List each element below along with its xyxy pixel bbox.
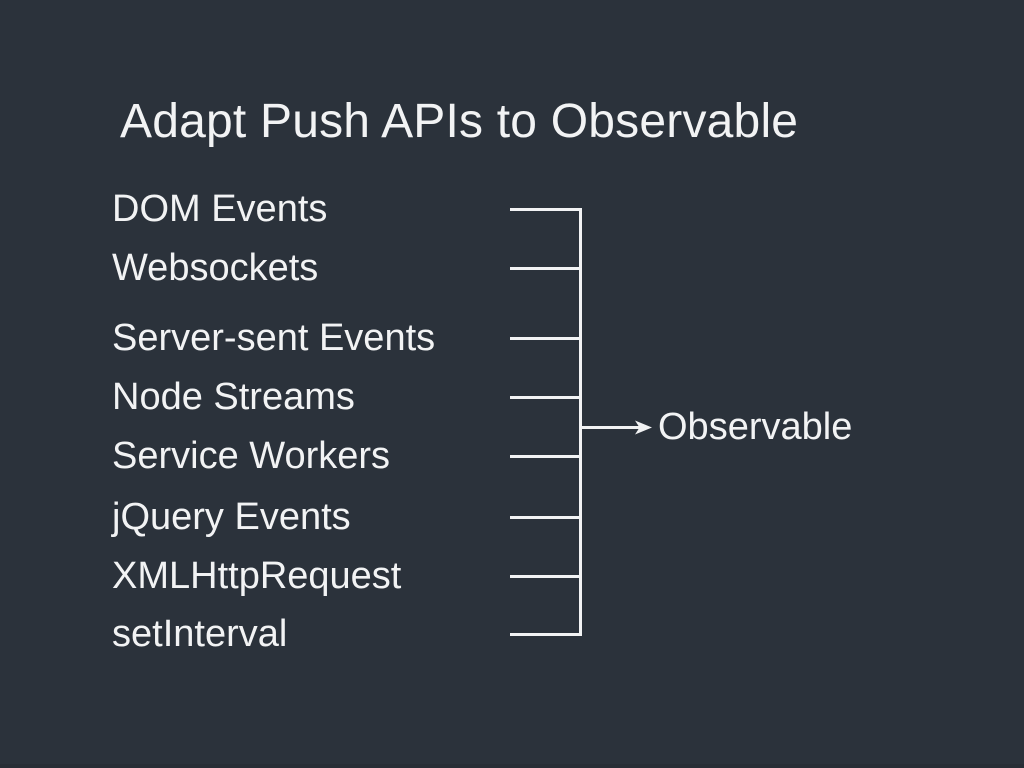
list-item: XMLHttpRequest bbox=[112, 555, 402, 597]
list-item: jQuery Events bbox=[112, 496, 351, 538]
list-item: setInterval bbox=[112, 613, 288, 655]
page-title: Adapt Push APIs to Observable bbox=[120, 95, 799, 148]
arrow-head-icon bbox=[635, 420, 652, 435]
list-item: Node Streams bbox=[112, 376, 355, 418]
list-item: Server-sent Events bbox=[112, 317, 436, 359]
observable-target-label: Observable bbox=[658, 406, 853, 448]
list-item: Service Workers bbox=[112, 435, 391, 477]
list-item: Websockets bbox=[112, 247, 319, 289]
bottom-edge-band bbox=[0, 764, 1024, 768]
list-item: DOM Events bbox=[112, 188, 328, 230]
